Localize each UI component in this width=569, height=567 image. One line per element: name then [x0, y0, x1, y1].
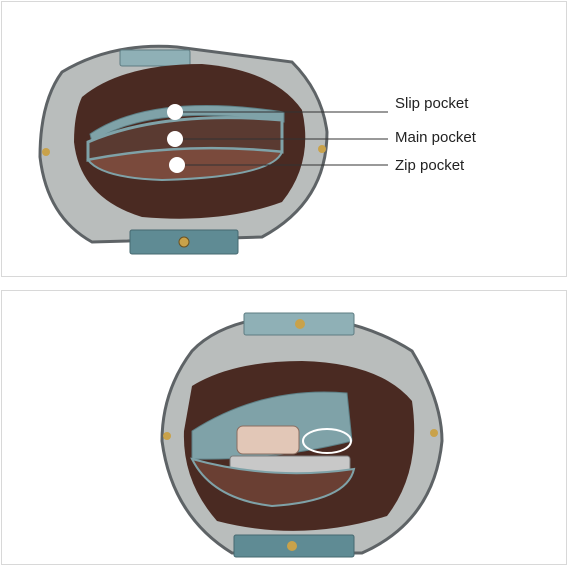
callout-slip-pocket: Slip pocket [395, 95, 469, 112]
callout-main-pocket: Main pocket [395, 129, 476, 146]
bag-filled-view-illustration [160, 312, 444, 558]
filled-view-panel [1, 290, 567, 565]
zip-pocket-shape [190, 457, 356, 508]
bag-top-view-illustration [38, 44, 388, 255]
top-view-panel: Slip pocket Main pocket Zip pocket [1, 1, 567, 277]
bottom-tab-snap [178, 236, 190, 248]
cosmetic-case [236, 425, 300, 455]
right-stud [430, 429, 438, 437]
left-stud [42, 148, 50, 156]
top-tab-snap [295, 319, 305, 329]
zip-pocket-marker [169, 157, 185, 173]
callout-zip-pocket: Zip pocket [395, 157, 465, 174]
bottom-tab-snap [287, 541, 297, 551]
left-stud [163, 432, 171, 440]
main-pocket-marker [167, 131, 183, 147]
earbuds-cable [302, 428, 352, 454]
right-stud [318, 145, 326, 153]
slip-pocket-marker [167, 104, 183, 120]
slip-pocket-shape [89, 105, 285, 143]
top-tab [119, 49, 191, 67]
